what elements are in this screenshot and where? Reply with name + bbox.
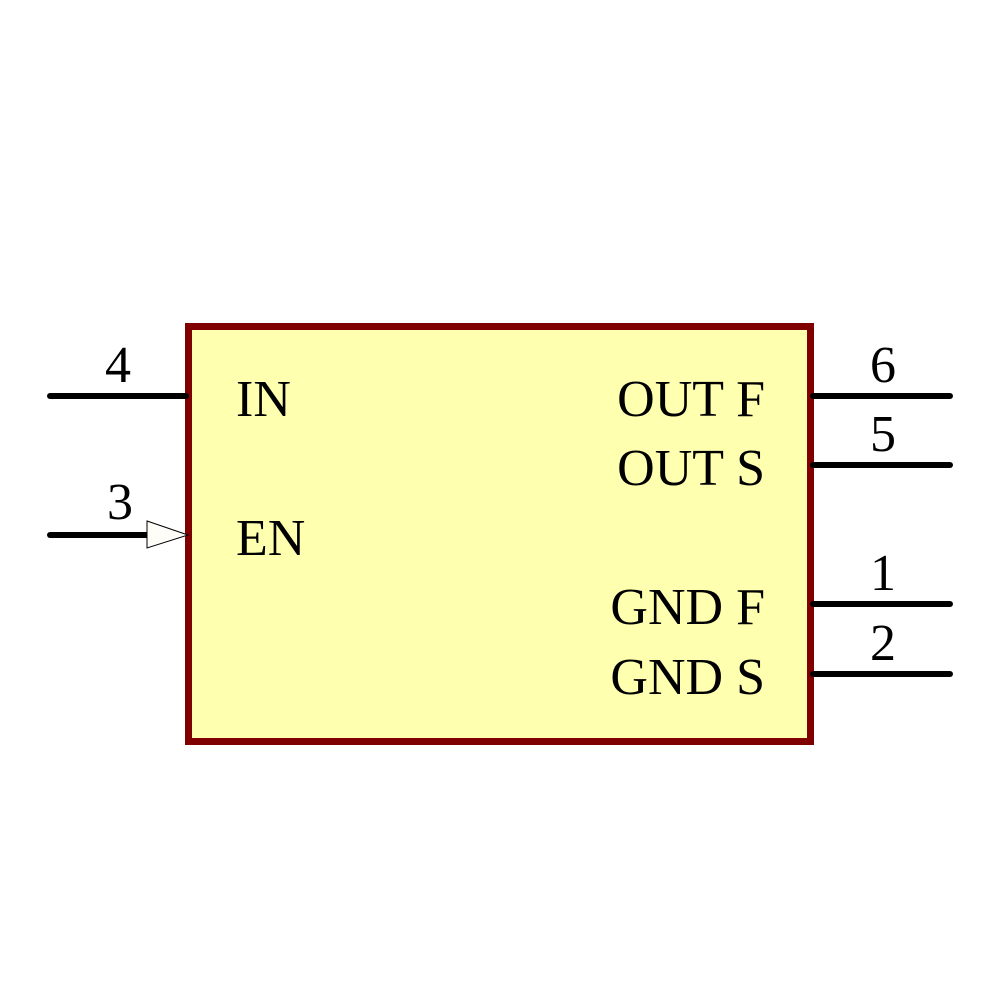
pin-name: OUT F: [617, 371, 765, 428]
pin-6[interactable]: 6 OUT F: [617, 337, 953, 428]
input-arrow-icon: [146, 520, 190, 549]
pin-number: 3: [107, 474, 133, 531]
pin-3[interactable]: + 3 EN: [47, 474, 305, 567]
pin-number: 1: [870, 545, 896, 602]
pin-number: 4: [105, 337, 131, 394]
pin-number: 6: [870, 337, 896, 394]
pin-name: IN: [236, 371, 291, 428]
pin-5[interactable]: 5 OUT S: [617, 406, 953, 497]
pin-end-marker: +: [50, 532, 55, 541]
pin-name: GND S: [610, 649, 765, 706]
component-body[interactable]: [185, 323, 814, 745]
pin-1[interactable]: 1 GND F: [610, 545, 953, 636]
pin-2[interactable]: 2 GND S: [610, 615, 953, 706]
pin-number: 5: [870, 406, 896, 463]
pin-name: GND F: [610, 579, 765, 636]
pin-name: EN: [236, 510, 305, 567]
pin-name: OUT S: [617, 440, 765, 497]
pin-number: 2: [870, 615, 896, 672]
pin-4[interactable]: + 4 IN: [47, 337, 291, 428]
pin-end-marker: +: [50, 393, 55, 402]
